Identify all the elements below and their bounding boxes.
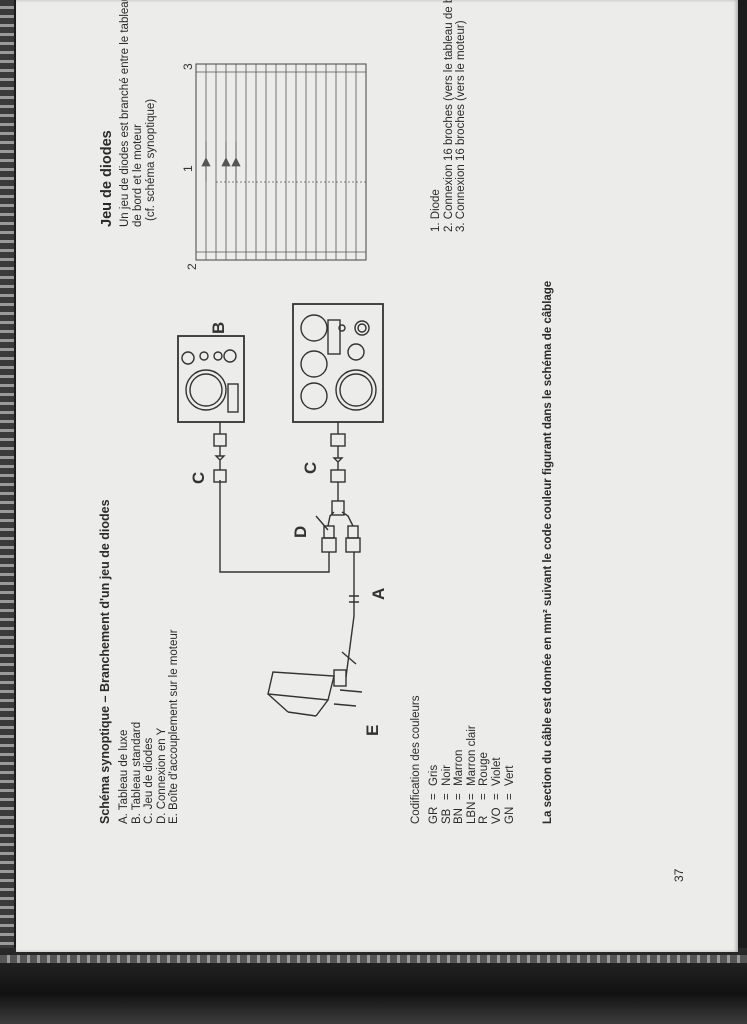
binder-ticks: [0, 955, 747, 963]
binder-strip: [0, 0, 14, 1024]
tableau-de-luxe: [292, 303, 384, 423]
cable-to-b: [219, 480, 330, 573]
rotated-content: Schéma synoptique – Branchement d'un jeu…: [16, 0, 738, 952]
engine-plug: [333, 669, 347, 687]
engine-coupling-box: [267, 671, 363, 717]
label-c-upper: C: [189, 472, 208, 484]
engine-cable: [345, 552, 355, 678]
diode-connector-table: [195, 63, 367, 261]
label-n1: 1: [181, 165, 195, 172]
page-number: 37: [672, 868, 686, 882]
label-b: B: [209, 322, 228, 334]
diode-table-lines: [196, 64, 366, 260]
tableau-standard: [177, 335, 245, 423]
wiring-diagram: A B C C D E 2 1 3: [177, 63, 388, 736]
document-page: Schéma synoptique – Branchement d'un jeu…: [16, 0, 738, 952]
label-n3: 3: [181, 63, 195, 70]
label-a: A: [369, 588, 388, 600]
label-e: E: [363, 725, 382, 736]
label-c-lower: C: [301, 462, 320, 474]
label-d: D: [291, 526, 310, 538]
label-n2: 2: [185, 263, 199, 270]
